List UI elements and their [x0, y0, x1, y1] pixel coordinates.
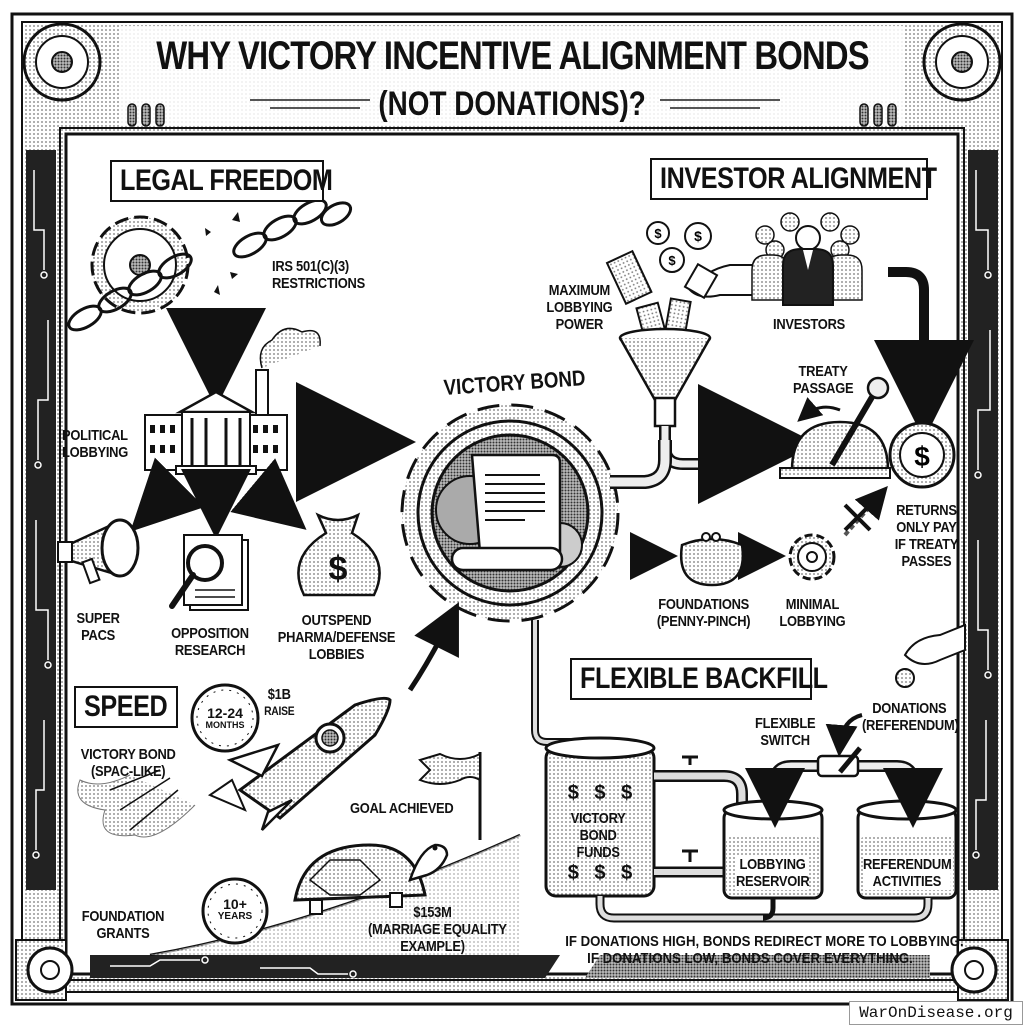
backfill-explanation-note: IF DONATIONS HIGH, BONDS REDIRECT MORE T…: [565, 933, 964, 967]
timer-12-24-months-icon: [190, 683, 260, 753]
dollar-coin-icon: $: [888, 421, 956, 489]
page-title: WHY VICTORY INCENTIVE ALIGNMENT BONDS: [0, 34, 1024, 78]
section-heading-flexible-backfill: FLEXIBLE BACKFILL: [570, 658, 828, 700]
corner-gear-icon: [950, 939, 1009, 1001]
page-title-line-1: WHY VICTORY INCENTIVE ALIGNMENT BONDS: [155, 34, 869, 78]
corner-gear-icon: [15, 939, 74, 1001]
section-heading-legal-freedom: LEGAL FREEDOM: [110, 160, 333, 202]
investors-group-icon: [751, 212, 863, 306]
super-pacs-label: SUPERPACs: [76, 610, 120, 644]
page-title-line-2: (NOT DONATIONS)?: [378, 85, 646, 123]
return-pipe-icon: [595, 896, 933, 923]
tank-dollar-signs-bottom: $$$: [567, 862, 633, 884]
blocked-x-icon: [843, 503, 872, 532]
foundation-flow-arrows: [630, 485, 888, 580]
section-heading-speed: SPEED: [74, 686, 178, 728]
coin-glyph: $: [654, 226, 662, 241]
money-bag-icon: $: [297, 512, 381, 597]
donations-referendum-label: DONATIONS(REFERENDUM): [862, 700, 959, 734]
corner-gear-icon: [922, 22, 1002, 102]
treaty-lever-icon: [779, 376, 891, 479]
tortoise-icon: [293, 843, 449, 915]
page-subtitle: (NOT DONATIONS)?: [0, 84, 1024, 124]
timer-10-years-text: 10+YEARS: [217, 896, 253, 922]
small-gear-icon: [788, 533, 836, 581]
coin-glyph: $: [694, 228, 702, 244]
site-watermark-link[interactable]: WarOnDisease.org: [849, 1001, 1023, 1025]
branch-arrows-icon: [130, 457, 307, 539]
megaphone-icon: [57, 518, 140, 585]
investors-label: INVESTORS: [773, 316, 845, 333]
magnifier-document-icon: [169, 534, 249, 611]
foundations-penny-pinch-label: FOUNDATIONS(PENNY-PINCH): [656, 596, 751, 630]
flexible-switch-valve-icon: [745, 713, 943, 828]
timer-10-years-icon: [201, 877, 269, 945]
victory-bond-spac-label: VICTORY BOND(SPAC-LIKE): [80, 746, 176, 780]
coin-glyph: $: [914, 441, 930, 472]
dollar-sign-glyph: $: [329, 550, 348, 588]
irs-restrictions-label: IRS 501(c)(3)RESTRICTIONS: [272, 258, 365, 292]
investor-down-arrow: [874, 267, 974, 440]
coin-purse-icon: [679, 532, 745, 587]
coin-glyph: $: [668, 253, 676, 268]
corner-gear-icon: [22, 22, 102, 102]
coins-icon: $ $ $: [646, 221, 712, 273]
goal-achieved-label: GOAL ACHIEVED: [350, 800, 454, 817]
section-heading-investor-alignment: INVESTOR ALIGNMENT: [650, 158, 937, 200]
rocket-to-bond-arrow: [407, 602, 459, 692]
valve-pipe-icon: [654, 755, 748, 878]
rocket-icon: [77, 696, 392, 838]
gear-with-broken-chain-icon: [67, 198, 353, 332]
pouring-hand-icon: [683, 262, 761, 300]
funnel-icon: [610, 327, 743, 489]
goal-flag-icon: [418, 752, 482, 840]
scroll-document-icon: [450, 453, 564, 572]
tank-dollar-signs-top: $$$: [567, 782, 633, 804]
hand-dropping-coin-icon: [895, 623, 966, 688]
